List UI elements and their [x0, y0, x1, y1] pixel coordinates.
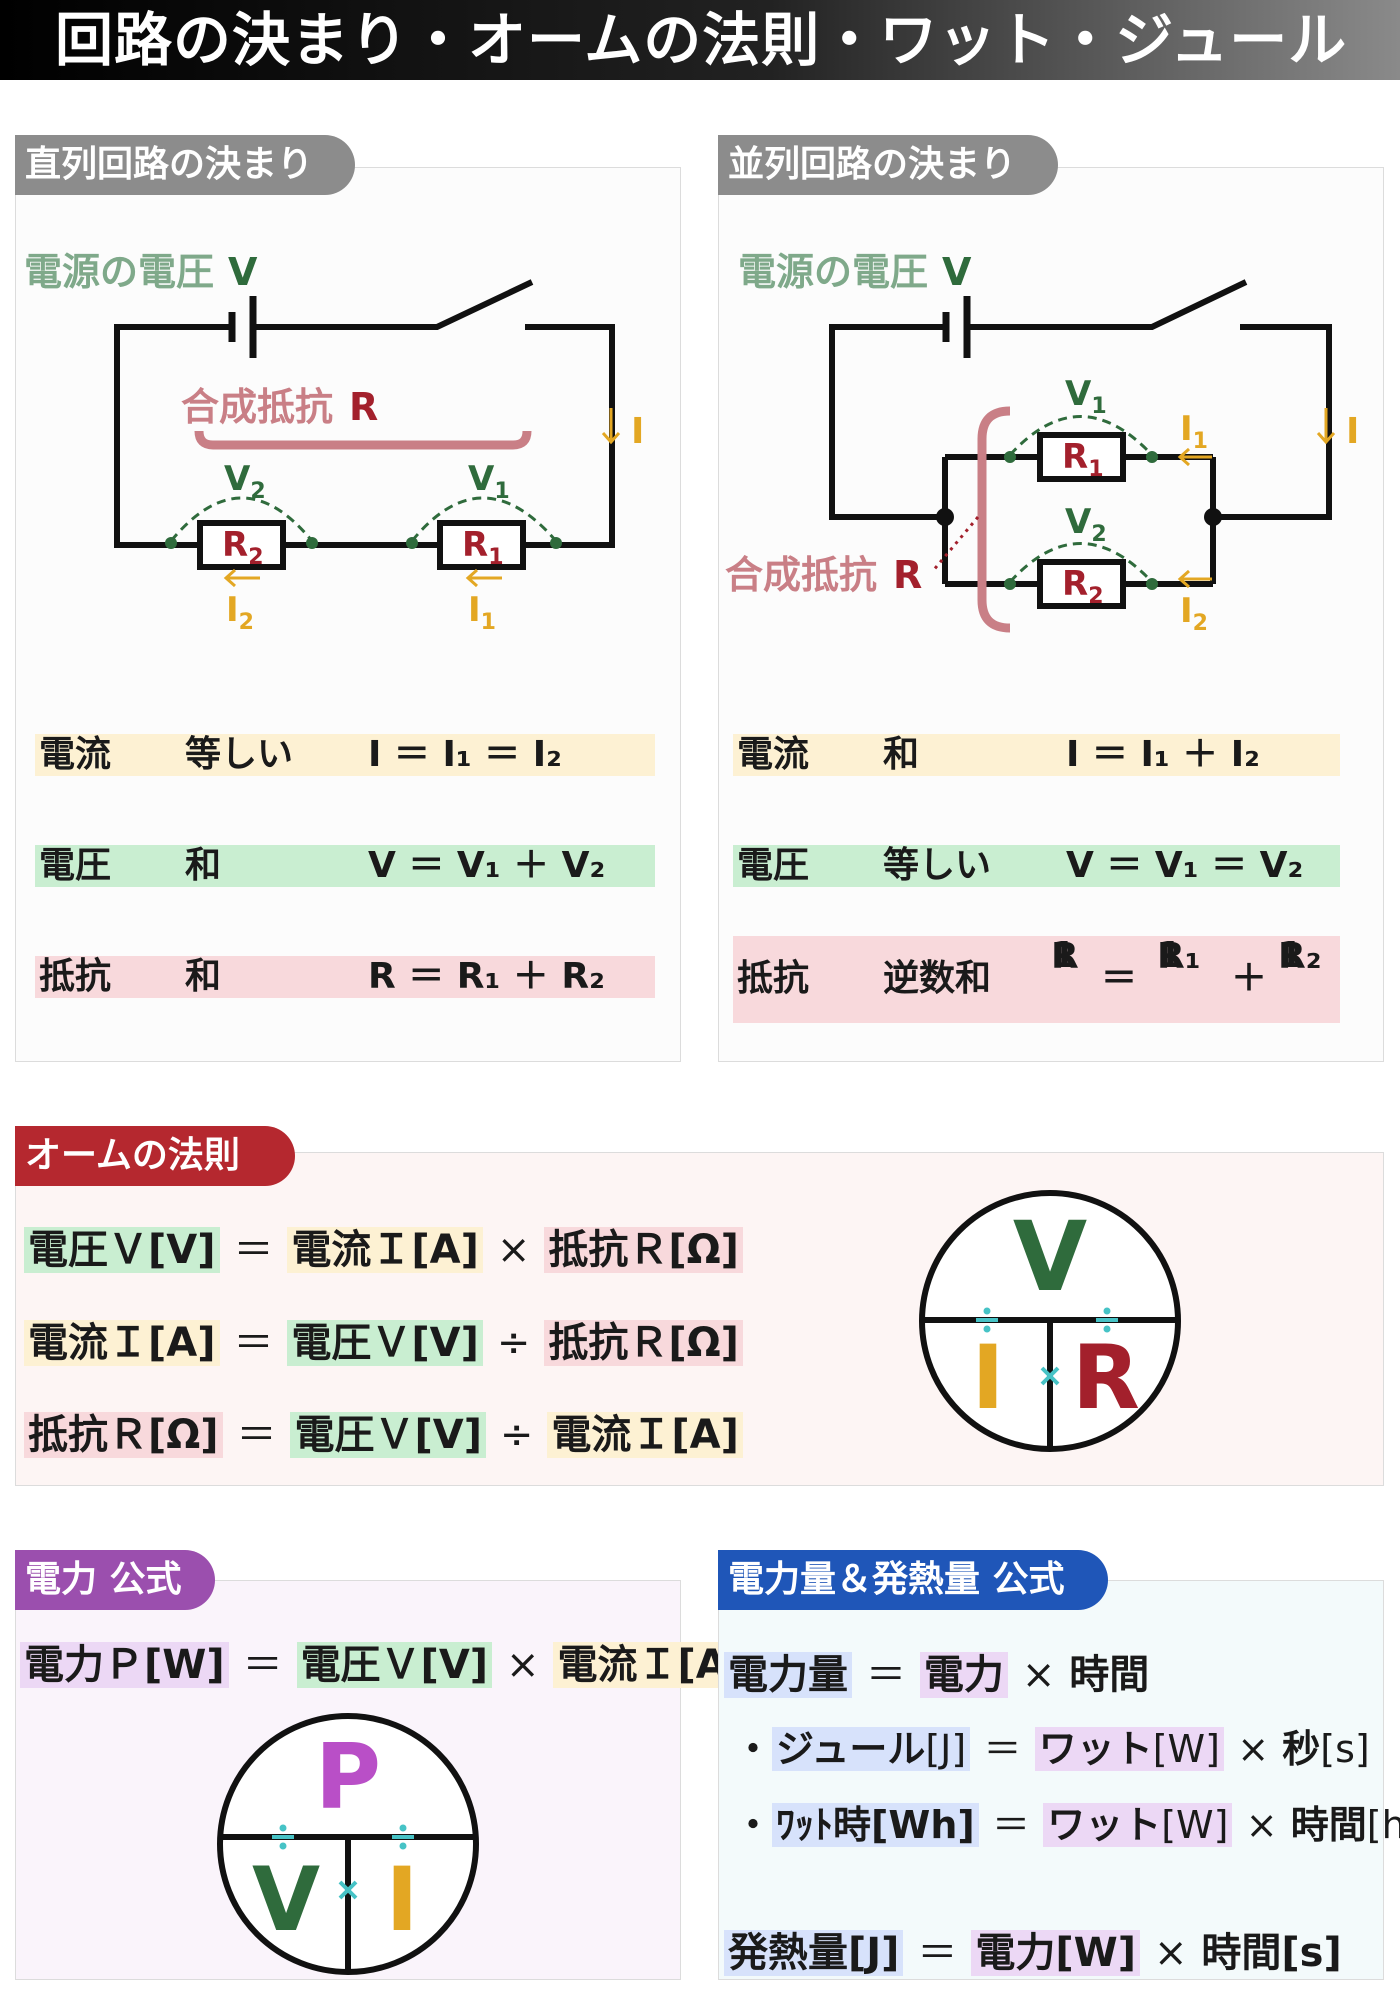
series-r2-label: R2 [222, 525, 264, 570]
series-r1-label: R1 [462, 525, 504, 570]
resistor-r2 [197, 520, 286, 570]
page-title: 回路の決まり・オームの法則・ワット・ジュール [0, 0, 1400, 80]
series-v1-label: V1 [468, 459, 510, 504]
resistor-r1 [437, 520, 526, 570]
energy-main-equation: 電力量 ＝ 電力 × 時間 [724, 1642, 1149, 1700]
combined-resistance-bracket [977, 406, 1011, 633]
svg-text:I2: I2 [1180, 591, 1208, 636]
series-combined-label: 合成抵抗 [181, 385, 333, 429]
combined-resistance-bracket [194, 430, 532, 450]
energy-heat-equation: 発熱量[J] ＝ 電力[W] × 時間[s] [724, 1920, 1342, 1978]
svg-text:I1: I1 [1180, 409, 1208, 454]
energy-panel [718, 1580, 1384, 1980]
resistor-r2 [1037, 559, 1126, 609]
ohm-tab: オームの法則 [15, 1126, 295, 1186]
series-row-resistance: 抵抗 和 R ＝ R₁ ＋ R₂ [35, 956, 655, 998]
ohm-equation-3: 抵抗Ｒ[Ω] ＝ 電圧Ｖ[V] ÷ 電流Ｉ[A] [24, 1402, 743, 1460]
current-arrows [223, 408, 621, 588]
series-row-voltage: 電圧 和 V ＝ V₁ ＋ V₂ [35, 845, 655, 887]
ohm-equation-1: 電圧Ｖ[V] ＝ 電流Ｉ[A] × 抵抗Ｒ[Ω] [24, 1217, 743, 1275]
series-current-label: I [631, 411, 644, 452]
svg-text:I: I [1346, 411, 1359, 452]
series-source-label: 電源の電圧 [24, 250, 214, 294]
svg-text:合成抵抗: 合成抵抗 [725, 553, 877, 597]
svg-text:V2: V2 [1065, 502, 1107, 547]
parallel-tab: 並列回路の決まり [718, 135, 1058, 195]
series-source-var: V [228, 250, 258, 294]
series-v2-label: V2 [224, 459, 266, 504]
svg-text:R1: R1 [1062, 437, 1104, 482]
series-combined-var: R [349, 385, 378, 429]
parallel-row-current: 電流 和 I ＝ I₁ ＋ I₂ [733, 734, 1340, 776]
series-tab: 直列回路の決まり [15, 135, 355, 195]
power-equation: 電力Ｐ[W] ＝ 電圧Ｖ[V] × 電流Ｉ[A] [20, 1632, 750, 1690]
parallel-circuit-diagram: 電源の電圧 V 合成抵抗 R I V1 V2 R1 R2 I1 I2 [725, 250, 1359, 636]
series-row-current: 電流 等しい I ＝ I₁ ＝ I₂ [35, 734, 655, 776]
series-circuit-diagram: 電源の電圧 V 合成抵抗 R I V2 V1 R2 R1 I2 I1 [24, 250, 644, 635]
energy-tab: 電力量＆発熱量 公式 [718, 1550, 1108, 1610]
resistor-r1 [1037, 432, 1126, 482]
parallel-row-voltage: 電圧 等しい V ＝ V₁ ＝ V₂ [733, 845, 1340, 887]
svg-text:電源の電圧: 電源の電圧 [738, 250, 928, 294]
power-tab: 電力 公式 [15, 1550, 215, 1610]
svg-text:V: V [942, 250, 972, 294]
series-panel [15, 167, 681, 1062]
ohm-equation-2: 電流Ｉ[A] ＝ 電圧Ｖ[V] ÷ 抵抗Ｒ[Ω] [24, 1310, 743, 1368]
series-i1-label: I1 [468, 590, 496, 635]
svg-text:R: R [893, 553, 922, 597]
energy-joule-equation: ・ジュール[J] ＝ ワット[W] × 秒[s] [734, 1727, 1370, 1771]
svg-text:R2: R2 [1062, 564, 1104, 609]
parallel-panel [718, 167, 1384, 1062]
series-i2-label: I2 [226, 590, 254, 635]
energy-wh-equation: ・ﾜｯﾄ時[Wh] ＝ ワット[W] × 時間[h] [734, 1803, 1400, 1847]
svg-text:V1: V1 [1065, 374, 1107, 419]
